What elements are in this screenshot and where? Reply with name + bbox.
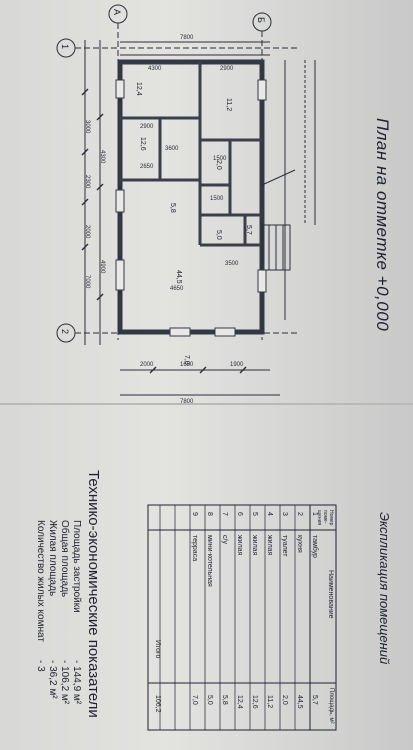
- svg-text:4300: 4300: [99, 150, 105, 164]
- svg-text:2900: 2900: [140, 124, 154, 130]
- svg-text:2300: 2300: [84, 175, 90, 189]
- tep-value-1: - 144,9 м²: [71, 660, 82, 705]
- row-area: 5,0: [206, 695, 213, 705]
- row-area: 5,7: [311, 695, 318, 705]
- svg-text:2000: 2000: [140, 362, 154, 368]
- tep-title: Технико-экономические показатели: [85, 470, 102, 718]
- svg-text:2000: 2000: [84, 225, 90, 239]
- row-name: с/у: [221, 535, 228, 544]
- svg-text:4300: 4300: [148, 66, 162, 72]
- tep-line-1: Площадь застройки: [71, 520, 82, 613]
- total-value: 106,2: [154, 695, 161, 713]
- row-name: кухня: [296, 535, 303, 553]
- svg-text:2650: 2650: [140, 164, 154, 170]
- tep-line-4: Количество жилых комнат: [35, 520, 46, 642]
- row-number: 7: [221, 512, 228, 516]
- tep-value-4: - 3: [35, 660, 46, 672]
- svg-text:1900: 1900: [230, 362, 244, 368]
- row-number: 5: [251, 512, 258, 516]
- svg-text:7000: 7000: [84, 275, 90, 289]
- svg-text:2900: 2900: [220, 66, 234, 72]
- row-area: 11,2: [266, 695, 273, 709]
- row-name: жилая: [266, 535, 273, 556]
- row-name: жилая: [251, 535, 258, 556]
- row-area: 2,0: [281, 695, 288, 705]
- row-number: 1: [311, 512, 318, 516]
- col-header-number: Номер поме- щения: [316, 510, 334, 526]
- row-area: 5,8: [221, 695, 228, 705]
- row-name: жилая: [236, 535, 243, 556]
- total-label: Итого: [154, 640, 161, 659]
- svg-text:3000: 3000: [84, 120, 90, 134]
- row-area: 7,0: [191, 695, 198, 705]
- svg-text:3500: 3500: [225, 261, 239, 267]
- row-number: 4: [266, 512, 273, 516]
- svg-text:7800: 7800: [180, 35, 194, 41]
- tep-value-3: - 36,2 м²: [47, 660, 58, 699]
- row-number: 9: [191, 512, 198, 516]
- row-area: 44,5: [296, 695, 303, 709]
- svg-text:4900: 4900: [99, 260, 105, 274]
- svg-text:1500: 1500: [210, 196, 224, 202]
- svg-text:3600: 3600: [165, 146, 179, 152]
- row-name: мини-котельная: [206, 535, 213, 587]
- row-name: тамбур: [311, 535, 318, 558]
- col-header-name: Наименование: [327, 570, 334, 619]
- tep-line-2: Общая площадь: [59, 520, 70, 598]
- svg-text:1500: 1500: [213, 156, 227, 162]
- row-number: 3: [281, 512, 288, 516]
- svg-text:1650: 1650: [180, 362, 194, 368]
- svg-text:4650: 4650: [170, 286, 184, 292]
- row-number: 6: [236, 512, 243, 516]
- tep-value-2: - 106,2 м²: [59, 660, 70, 705]
- tep-line-3: Жилая площадь: [47, 520, 58, 597]
- row-name: туалет: [281, 535, 288, 557]
- row-name: терраса: [191, 535, 198, 562]
- sheet-fold: [0, 403, 413, 405]
- row-area: 12,6: [251, 695, 258, 709]
- row-number: 2: [296, 512, 303, 516]
- svg-text:7800: 7800: [180, 399, 194, 405]
- row-number: 8: [206, 512, 213, 516]
- col-header-area: Площадь, м²: [328, 688, 334, 724]
- row-area: 12,4: [236, 695, 243, 709]
